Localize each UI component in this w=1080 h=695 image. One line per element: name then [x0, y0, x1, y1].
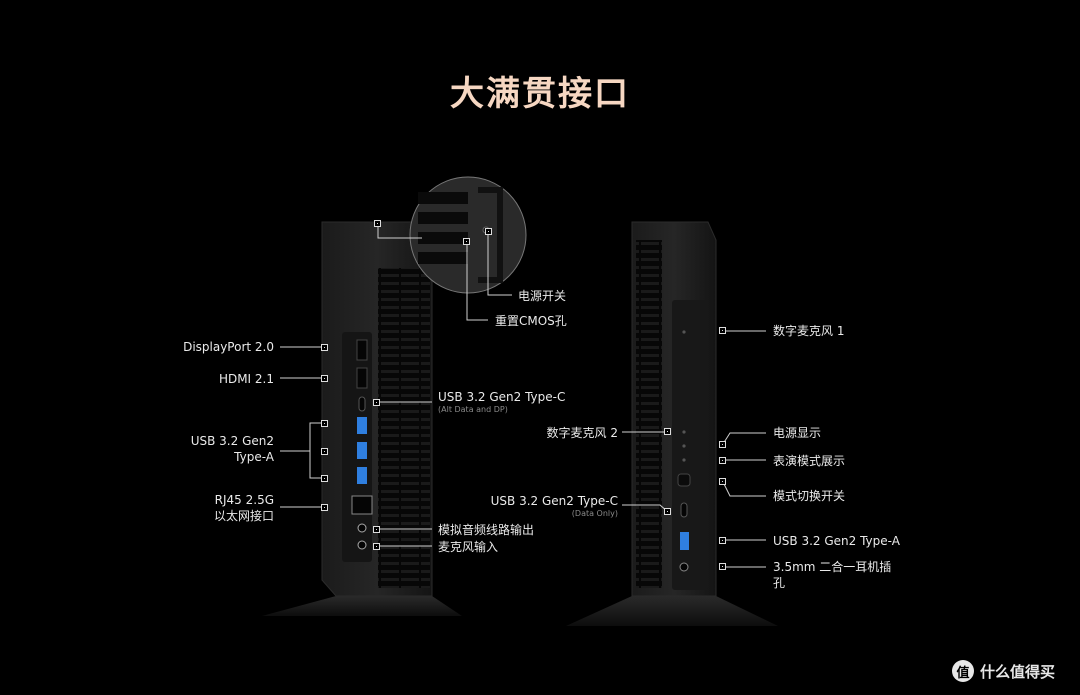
label-mic-in: 麦克风输入 [438, 540, 499, 554]
label-usb-c-alt-note: (Alt Data and DP) [438, 405, 508, 414]
label-displayport: DisplayPort 2.0 [183, 340, 274, 354]
label-digital-mic-2: 数字麦克风 2 [546, 426, 618, 440]
marker-performance-mode [719, 457, 726, 464]
left-device-rear [262, 221, 462, 616]
marker-digital-mic-2 [664, 428, 671, 435]
label-usb-c-data-note: (Data Only) [571, 509, 618, 518]
label-hdmi: HDMI 2.1 [218, 372, 274, 386]
marker-displayport [321, 344, 328, 351]
label-rj45-line2: 以太网接口 [213, 509, 274, 523]
marker-hdmi [321, 375, 328, 382]
marker-usb-a-1 [321, 420, 328, 427]
marker-mic-in [373, 543, 380, 550]
label-line-out: 模拟音频线路输出 [438, 523, 535, 537]
marker-top [374, 220, 381, 227]
label-usb-a-left-line2: Type-A [234, 450, 274, 464]
watermark-logo: 值 [952, 660, 974, 682]
label-jack-line2: 孔 [773, 576, 786, 590]
zoom-detail [409, 176, 527, 294]
label-mode-switch: 模式切换开关 [773, 489, 846, 503]
marker-line-out [373, 526, 380, 533]
marker-usb-a-3 [321, 475, 328, 482]
marker-power-switch [485, 228, 492, 235]
marker-rj45 [321, 504, 328, 511]
marker-jack [719, 563, 726, 570]
label-cmos-reset: 重置CMOS孔 [495, 314, 567, 328]
marker-cmos [463, 238, 470, 245]
label-usb-c-data: USB 3.2 Gen2 Type-C [490, 494, 618, 508]
label-rj45-line1: RJ45 2.5G [214, 493, 274, 507]
marker-digital-mic-1 [719, 327, 726, 334]
marker-power-indicator [719, 441, 726, 448]
page-title: 大满贯接口 [450, 74, 630, 114]
label-power-switch: 电源开关 [518, 289, 567, 303]
watermark-text: 什么值得买 [980, 662, 1056, 681]
label-usb-a-right: USB 3.2 Gen2 Type-A [773, 534, 900, 548]
watermark: 值 什么值得买 [952, 660, 1055, 682]
marker-usb-c-data [664, 508, 671, 515]
label-usb-c-alt: USB 3.2 Gen2 Type-C [438, 390, 566, 404]
label-power-indicator: 电源显示 [773, 426, 822, 440]
right-device-front [566, 221, 778, 626]
label-digital-mic-1: 数字麦克风 1 [773, 324, 845, 338]
marker-usb-a-right [719, 537, 726, 544]
marker-usb-c-alt [373, 399, 380, 406]
marker-usb-a-2 [321, 448, 328, 455]
label-usb-a-left-line1: USB 3.2 Gen2 [190, 434, 274, 448]
label-performance-mode: 表演模式展示 [773, 454, 846, 468]
label-jack-line1: 3.5mm 二合一耳机插 [773, 560, 892, 574]
marker-mode-switch [719, 478, 726, 485]
